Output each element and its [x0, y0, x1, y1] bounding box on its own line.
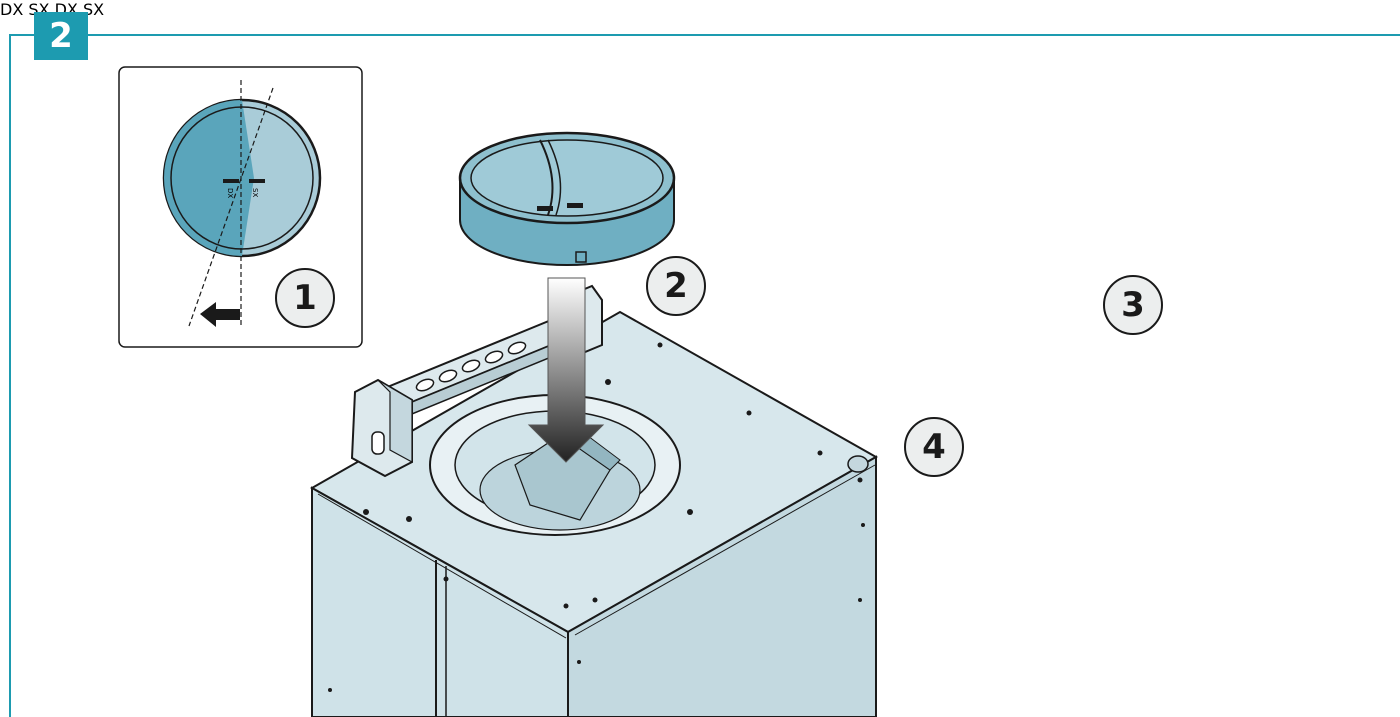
- mark-dx-1: DX: [226, 188, 234, 198]
- backdraft-damper: [458, 131, 676, 266]
- hood-assembly: [309, 131, 879, 717]
- hood-left-face: [311, 486, 569, 717]
- callout-step-2: 2: [646, 256, 706, 316]
- callout-step-1: 1: [275, 268, 335, 328]
- callout-step-4: 4: [904, 417, 964, 477]
- mark-sx-1: SX: [251, 188, 259, 197]
- step-number-badge: 2: [34, 12, 88, 60]
- frame-border: [9, 34, 1400, 717]
- hood-right-face: [567, 455, 877, 717]
- mark-sx-3b: SX: [82, 0, 105, 19]
- arrow-down-icon: [527, 277, 605, 463]
- mark-dx-3a: DX: [0, 0, 24, 19]
- panel-step-3: DX SX DX SX: [0, 0, 104, 19]
- arrow-left-icon: [200, 302, 240, 327]
- callout-step-3: 3: [1103, 275, 1163, 335]
